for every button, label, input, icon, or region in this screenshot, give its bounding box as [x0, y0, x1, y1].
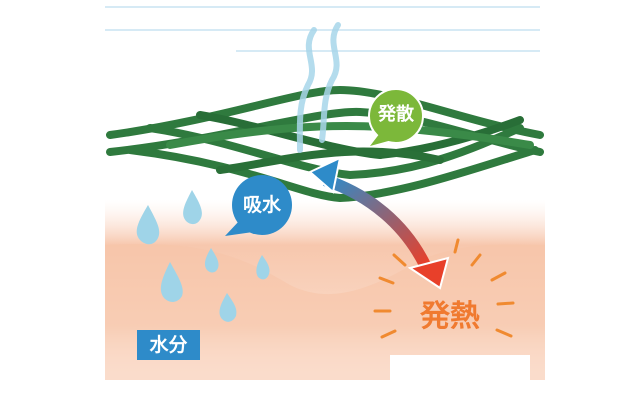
moisture-label: 水分 [137, 330, 200, 360]
diffuse-label: 発散 [378, 104, 414, 125]
absorb-label: 吸水 [242, 194, 281, 216]
heat-arrow [308, 156, 450, 290]
water-drops [136, 190, 270, 322]
heat-rays [373, 238, 515, 339]
blank-patch [390, 355, 530, 395]
absorb-bubble [225, 175, 292, 236]
steam-icon [296, 22, 341, 153]
air-lines [105, 6, 540, 52]
heat-label: 発熱 [420, 299, 480, 334]
diffuse-bubble [368, 88, 424, 146]
